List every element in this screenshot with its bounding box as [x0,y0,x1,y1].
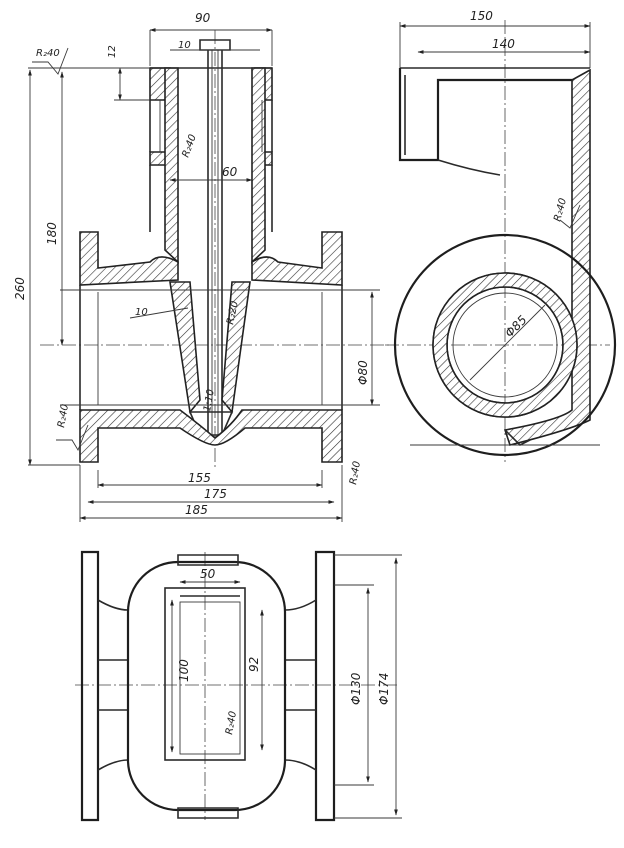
dim-260: 260 [13,277,27,300]
roughness-side: R₂40 [552,197,569,223]
roughness-top-left: R₂40 [36,48,60,59]
roughness-bottom-left: R₂40 [56,403,71,428]
dim-10-wedge: 10 [135,307,148,318]
roughness-neck: R₂40 [180,133,198,159]
dim-175: 175 [204,487,227,501]
side-view: Φ85 150 140 R₂40 [385,9,617,462]
dim-60: 60 [222,165,238,179]
front-view: 90 10 12 R₂40 R₂40 60 260 180 10 R₂20 Φ8 [13,11,390,522]
dim-150: 150 [470,9,493,23]
dim-180: 180 [45,222,59,245]
dim-90: 90 [195,11,211,25]
dim-140: 140 [492,37,515,51]
dim-50: 50 [200,567,216,581]
dim-taper: 1:10 [202,388,217,412]
dim-phi174: Φ174 [377,673,391,705]
dim-92: 92 [247,657,261,672]
dim-100: 100 [177,659,191,682]
dim-185: 185 [185,503,208,517]
dim-155: 155 [188,471,211,485]
dim-phi130: Φ130 [349,672,363,705]
roughness-wedge: R₂20 [225,300,241,325]
dim-12: 12 [107,45,118,58]
roughness-bottom-right: R₂40 [348,460,363,485]
plan-view: 50 100 92 R₂40 Φ130 Φ174 [75,550,402,822]
dim-10-slot: 10 [178,40,191,51]
dim-phi80: Φ80 [356,360,370,385]
roughness-plan: R₂40 [224,710,239,735]
dim-phi85: Φ85 [502,313,529,340]
